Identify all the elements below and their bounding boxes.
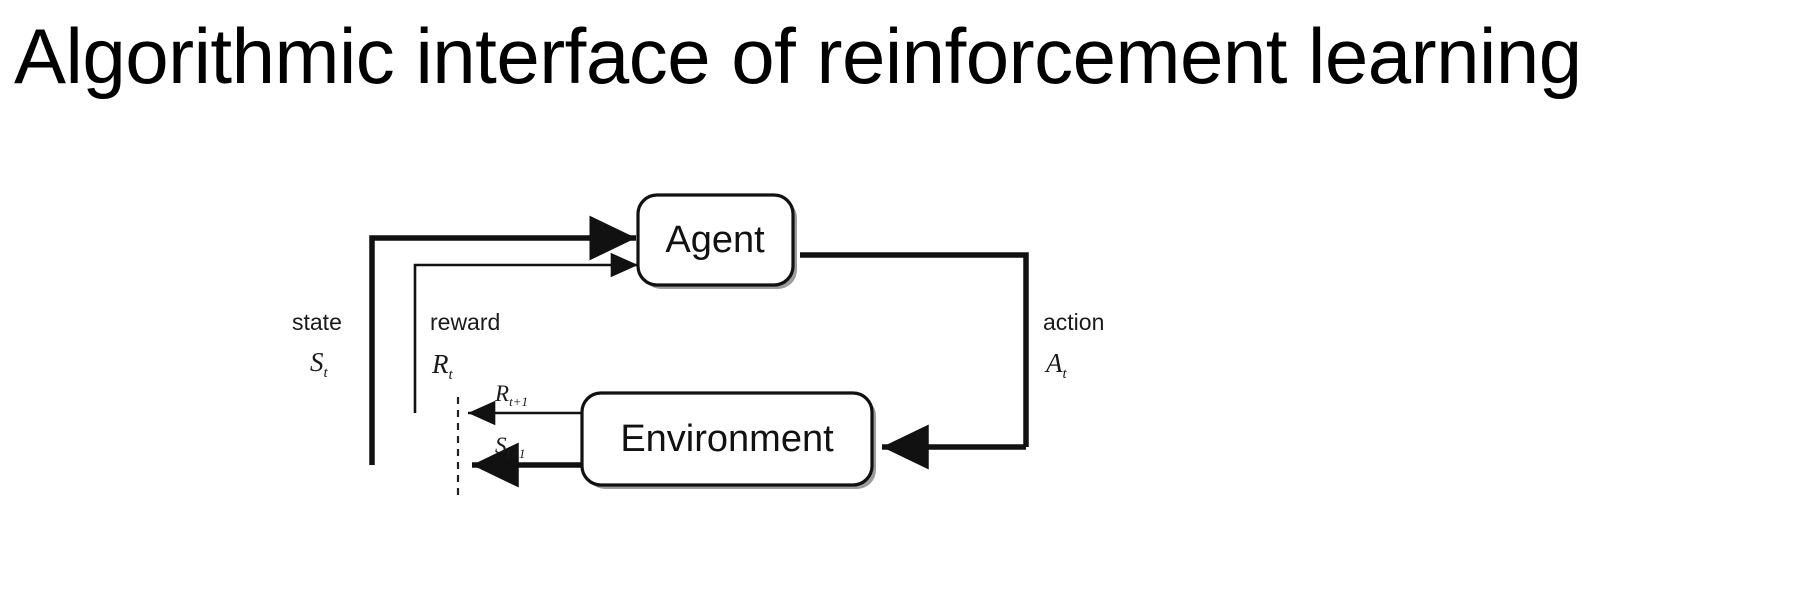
environment-box-label: Environment [620, 418, 834, 460]
reward-word: reward [430, 309, 500, 335]
agent-box [636, 193, 795, 287]
state-symbol: St [310, 347, 329, 381]
node-agent[interactable]: Agent [636, 193, 797, 289]
label-next-reward: Rt+1 [494, 381, 528, 409]
reward-symbol: Rt [431, 349, 454, 383]
reward-symbol-letter: R [431, 349, 449, 379]
edge-action-to-environment [800, 252, 1029, 470]
next-state-symbol-letter: S [495, 433, 507, 458]
action-symbol-subscript: t [1063, 366, 1068, 382]
node-environment[interactable]: Environment [580, 391, 876, 489]
label-state: state St [292, 309, 342, 381]
next-state-symbol-subscript: t+1 [507, 446, 526, 461]
next-state-symbol: St+1 [495, 433, 525, 461]
agent-box-label: Agent [665, 219, 765, 261]
edge-reward-to-agent [413, 252, 638, 413]
label-reward: reward Rt [430, 309, 500, 383]
action-symbol: At [1044, 348, 1068, 382]
next-reward-symbol-letter: R [494, 381, 509, 406]
environment-box [580, 391, 874, 487]
state-word: state [292, 309, 342, 335]
next-reward-symbol-subscript: t+1 [509, 394, 528, 409]
state-symbol-letter: S [310, 347, 324, 377]
label-next-state: St+1 [495, 433, 525, 461]
page-title: Algorithmic interface of reinforcement l… [14, 12, 1582, 100]
edge-state-to-agent [369, 215, 636, 465]
label-action: action At [1043, 309, 1104, 382]
state-symbol-subscript: t [324, 365, 329, 381]
action-symbol-letter: A [1044, 348, 1063, 378]
reward-symbol-subscript: t [449, 367, 454, 383]
rl-interaction-diagram: Agent Environment state St reward Rt act… [250, 175, 1150, 520]
next-reward-symbol: Rt+1 [494, 381, 528, 409]
action-word: action [1043, 309, 1104, 335]
